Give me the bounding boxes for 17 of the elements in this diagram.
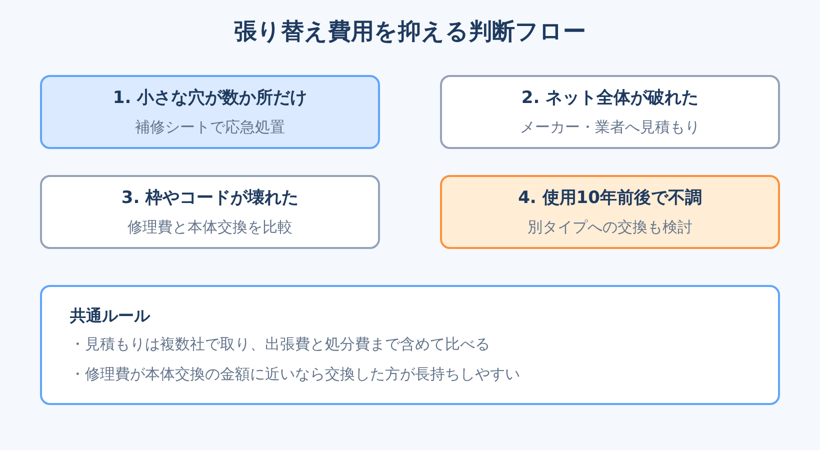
rule-text: ・修理費が本体交換の金額に近いなら交換した方が長持ちしやすい <box>70 364 520 385</box>
card-title: 1. 小さな穴が数か所だけ <box>112 87 308 110</box>
card-subtitle: 修理費と本体交換を比較 <box>128 217 292 238</box>
card-subtitle: 補修シートで応急処置 <box>135 117 285 138</box>
option-card <box>40 75 380 149</box>
card-title: 2. ネット全体が破れた <box>521 87 699 110</box>
card-subtitle: メーカー・業者へ見積もり <box>520 117 700 138</box>
card-title: 4. 使用10年前後で不調 <box>518 187 702 210</box>
option-card <box>40 175 380 249</box>
card-title: 3. 枠やコードが壊れた <box>121 187 299 210</box>
diagram-title: 張り替え費用を抑える判断フロー <box>234 18 586 47</box>
rule-text: ・見積もりは複数社で取り、出張費と処分費まで含めて比べる <box>70 334 490 355</box>
rules-panel <box>40 285 780 405</box>
card-subtitle: 別タイプへの交換も検討 <box>528 217 692 238</box>
panel-heading: 共通ルール <box>70 305 150 327</box>
option-card <box>440 175 780 249</box>
option-card <box>440 75 780 149</box>
